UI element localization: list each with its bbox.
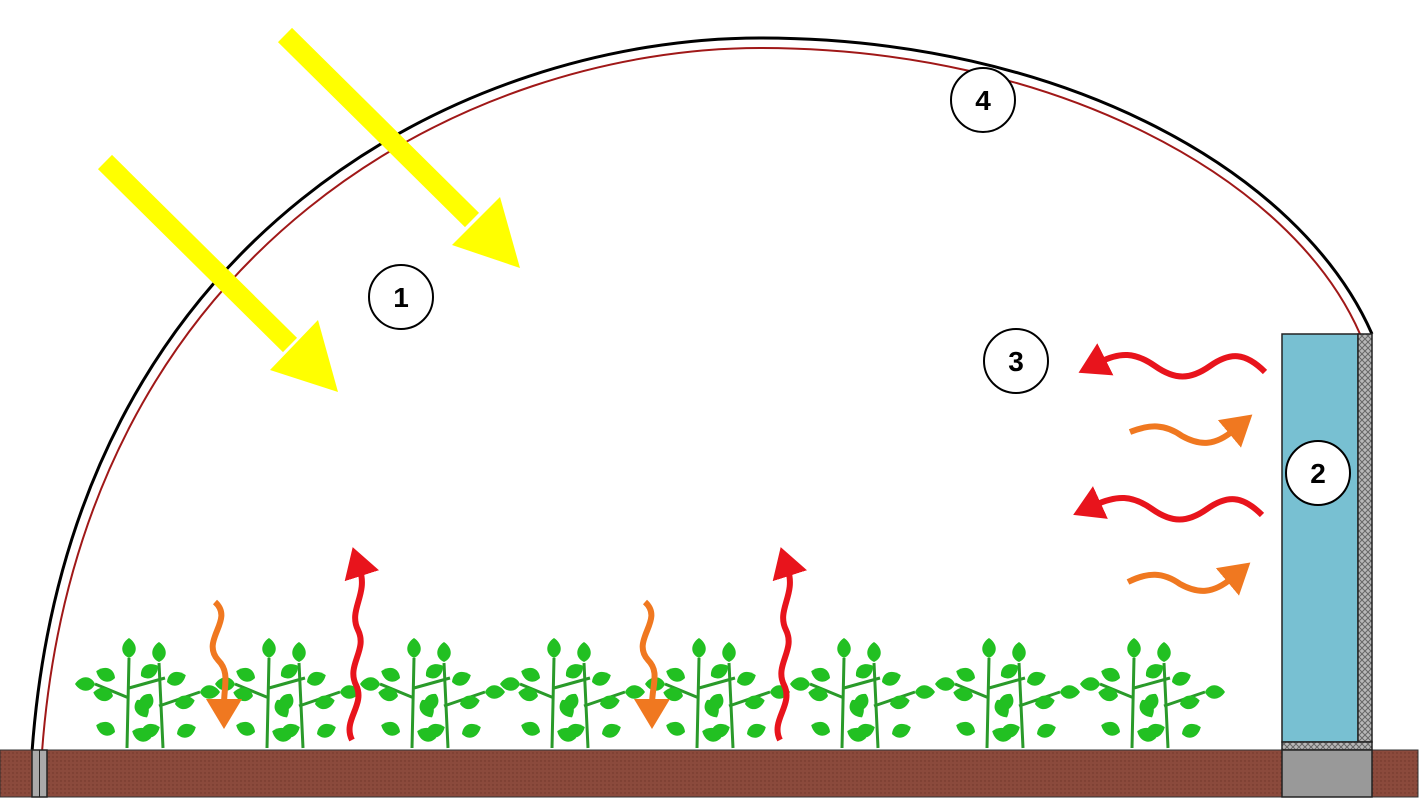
soil-ground	[0, 749, 1419, 798]
label-2: 2	[1285, 440, 1351, 506]
wall-base-insulation	[1281, 741, 1373, 751]
heat-left-arrow	[1078, 343, 1268, 380]
plant	[645, 638, 790, 748]
sun-ray-arrowhead	[452, 197, 520, 268]
heat-up-arrow	[772, 547, 807, 742]
plant	[935, 638, 1080, 748]
label-3-text: 3	[1008, 346, 1024, 377]
label-4-text: 4	[975, 85, 991, 116]
heat-left-arrow	[1073, 486, 1265, 523]
sun-ray-arrow	[97, 154, 298, 353]
sun-ray-arrow	[277, 27, 480, 228]
label-4: 4	[950, 67, 1016, 133]
heat-right-arrow	[1126, 562, 1251, 596]
heat-flow-arrows	[206, 343, 1268, 742]
greenhouse-cover-outer	[30, 36, 1374, 753]
plant	[500, 638, 645, 748]
label-1: 1	[368, 264, 434, 330]
label-3: 3	[983, 328, 1049, 394]
heat-right-arrow	[1128, 414, 1253, 448]
heat-down-arrow	[206, 599, 243, 729]
plant	[75, 638, 220, 748]
plant	[1080, 638, 1225, 748]
plant	[360, 638, 505, 748]
wall-insulation	[1357, 333, 1373, 743]
thermal-wall	[1281, 333, 1359, 743]
heat-down-arrow	[634, 599, 671, 729]
wall-foundation	[1281, 749, 1373, 798]
greenhouse-cover-inner	[41, 46, 1361, 753]
heat-up-arrow	[344, 547, 379, 742]
sun-ray-arrowhead	[270, 320, 338, 392]
label-2-text: 2	[1310, 458, 1326, 489]
label-1-text: 1	[393, 282, 409, 313]
plant	[790, 638, 935, 748]
sunlight-arrows	[97, 27, 520, 392]
plant	[215, 638, 360, 748]
